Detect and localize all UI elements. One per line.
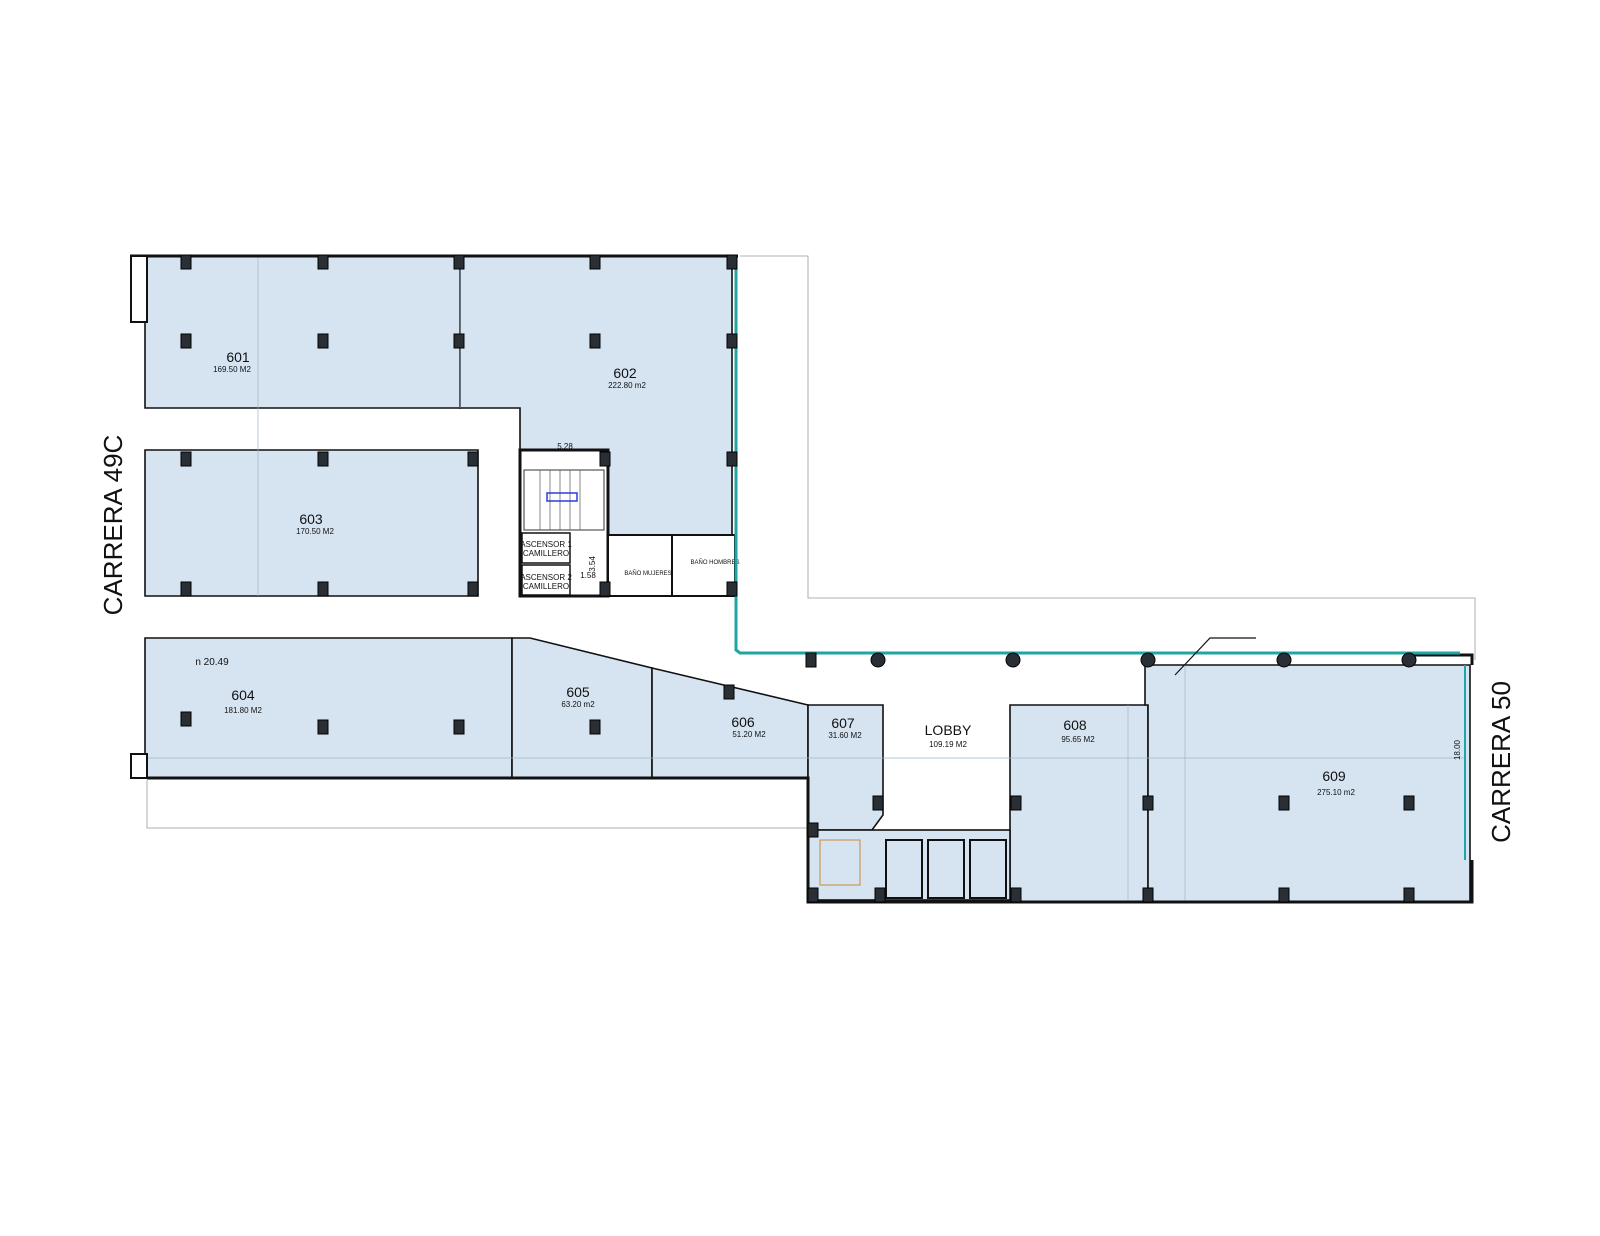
unit-604-area: 181.80 M2 bbox=[224, 706, 262, 715]
column bbox=[872, 795, 884, 811]
elevator-2-label: ASCENSOR 2 bbox=[520, 573, 572, 582]
round-column bbox=[1401, 652, 1417, 668]
column bbox=[317, 451, 329, 467]
unit-606-area: 51.20 M2 bbox=[732, 730, 766, 739]
core-north: ASCENSOR 1 CAMILLERO ASCENSOR 2 CAMILLER… bbox=[518, 448, 740, 598]
column bbox=[1403, 795, 1415, 811]
column bbox=[317, 719, 329, 735]
level-mark: n 20.49 bbox=[195, 657, 229, 668]
column bbox=[589, 719, 601, 735]
column bbox=[180, 333, 192, 349]
column bbox=[874, 887, 886, 903]
columns bbox=[180, 254, 1417, 903]
glass-facade bbox=[734, 260, 1460, 655]
stair-void bbox=[546, 492, 578, 502]
unit-609-number: 609 bbox=[1322, 768, 1346, 784]
bath-women-label: BAÑO MUJERES bbox=[624, 570, 671, 577]
column bbox=[180, 254, 192, 270]
shaft-height-dim: 3.54 bbox=[588, 556, 597, 572]
east-depth-dim: 18.00 bbox=[1453, 739, 1462, 760]
column bbox=[453, 333, 465, 349]
unit-607-area: 31.60 M2 bbox=[828, 731, 862, 740]
unit-607-number: 607 bbox=[831, 715, 855, 731]
lobby-area: 109.19 M2 bbox=[929, 740, 967, 749]
column bbox=[599, 451, 611, 467]
column bbox=[317, 254, 329, 270]
unit-601-area: 169.50 M2 bbox=[213, 365, 251, 374]
elevator-1 bbox=[521, 532, 571, 564]
unit-609-area: 275.10 m2 bbox=[1317, 788, 1355, 797]
column bbox=[726, 254, 738, 270]
unit-601-number: 601 bbox=[226, 349, 250, 365]
dimension-labels: 5.28 3.54 1.58 18.00 n 20.49 bbox=[195, 442, 1462, 760]
unit-604-number: 604 bbox=[231, 687, 255, 703]
column bbox=[599, 581, 611, 597]
unit-603-area: 170.50 M2 bbox=[296, 527, 334, 536]
column bbox=[1142, 887, 1154, 903]
elevator-2 bbox=[521, 564, 571, 596]
bath-men-label: BAÑO HOMBRES bbox=[690, 559, 739, 566]
column bbox=[317, 333, 329, 349]
core-width-dim: 5.28 bbox=[557, 442, 573, 451]
unit-602-number: 602 bbox=[613, 365, 637, 381]
unit-608-area: 95.65 M2 bbox=[1061, 735, 1095, 744]
column bbox=[807, 822, 819, 838]
shaft-width-dim: 1.58 bbox=[580, 571, 596, 580]
column bbox=[807, 887, 819, 903]
street-east: CARRERA 50 bbox=[1486, 681, 1516, 843]
core-south-elevators bbox=[819, 839, 1007, 899]
grid-lines bbox=[145, 256, 1465, 902]
column bbox=[1278, 795, 1290, 811]
column bbox=[317, 581, 329, 597]
column bbox=[726, 581, 738, 597]
column bbox=[1010, 795, 1022, 811]
column bbox=[180, 451, 192, 467]
column bbox=[589, 333, 601, 349]
column bbox=[180, 581, 192, 597]
street-west: CARRERA 49C bbox=[98, 435, 128, 616]
round-column bbox=[1140, 652, 1156, 668]
column bbox=[589, 254, 601, 270]
column bbox=[453, 254, 465, 270]
dimension-line bbox=[146, 780, 808, 829]
lobby-label: LOBBY bbox=[925, 722, 972, 738]
column bbox=[467, 581, 479, 597]
unit-602-area: 222.80 m2 bbox=[608, 381, 646, 390]
elevator-1-sublabel: CAMILLERO bbox=[523, 549, 569, 558]
unit-603-number: 603 bbox=[299, 511, 323, 527]
column bbox=[723, 684, 735, 700]
round-column bbox=[1005, 652, 1021, 668]
column bbox=[726, 451, 738, 467]
column bbox=[453, 719, 465, 735]
column bbox=[1010, 887, 1022, 903]
column bbox=[726, 333, 738, 349]
elevator-1-label: ASCENSOR 1 bbox=[520, 540, 572, 549]
unit-608-number: 608 bbox=[1063, 717, 1087, 733]
column bbox=[805, 652, 817, 668]
unit-601[interactable] bbox=[144, 255, 461, 409]
column bbox=[1278, 887, 1290, 903]
column bbox=[467, 451, 479, 467]
site-outline bbox=[740, 255, 1476, 660]
unit-609[interactable] bbox=[1144, 664, 1471, 903]
round-column bbox=[870, 652, 886, 668]
column bbox=[180, 711, 192, 727]
round-column bbox=[1276, 652, 1292, 668]
unit-605-number: 605 bbox=[566, 684, 590, 700]
unit-605-area: 63.20 m2 bbox=[561, 700, 595, 709]
column bbox=[1403, 887, 1415, 903]
elevator-2-sublabel: CAMILLERO bbox=[523, 582, 569, 591]
column bbox=[1142, 795, 1154, 811]
unit-labels: 601 169.50 M2 602 222.80 m2 603 170.50 M… bbox=[213, 349, 1355, 797]
unit-606-number: 606 bbox=[731, 714, 755, 730]
